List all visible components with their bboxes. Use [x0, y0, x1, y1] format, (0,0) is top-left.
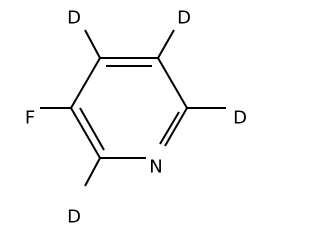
substituent-bonds: [40, 29, 226, 187]
ring-bonds: [70, 57, 188, 159]
bond-c3-c4: [70, 57, 101, 109]
bond-c2-c3: [70, 107, 101, 159]
atom-label-d6: D: [233, 108, 247, 129]
atom-label-d5: D: [177, 8, 191, 29]
bond-c5-c6: [157, 57, 188, 109]
atom-label-f3: F: [25, 108, 35, 129]
molecule-structure-diagram: D D F D N D: [25, 8, 247, 228]
bond-c2-d2: [84, 157, 101, 187]
atom-labels: D D F D N D: [25, 8, 247, 228]
bond-c5-d5: [157, 29, 175, 59]
atom-label-n1: N: [149, 157, 162, 178]
atom-label-d2: D: [67, 207, 81, 228]
bond-c2-c3-inner: [79, 107, 105, 151]
bond-c4-d4: [84, 29, 101, 59]
bond-c6-n1-inner: [159, 111, 180, 145]
bond-c6-n1: [164, 107, 188, 147]
atom-label-d4: D: [67, 8, 81, 29]
